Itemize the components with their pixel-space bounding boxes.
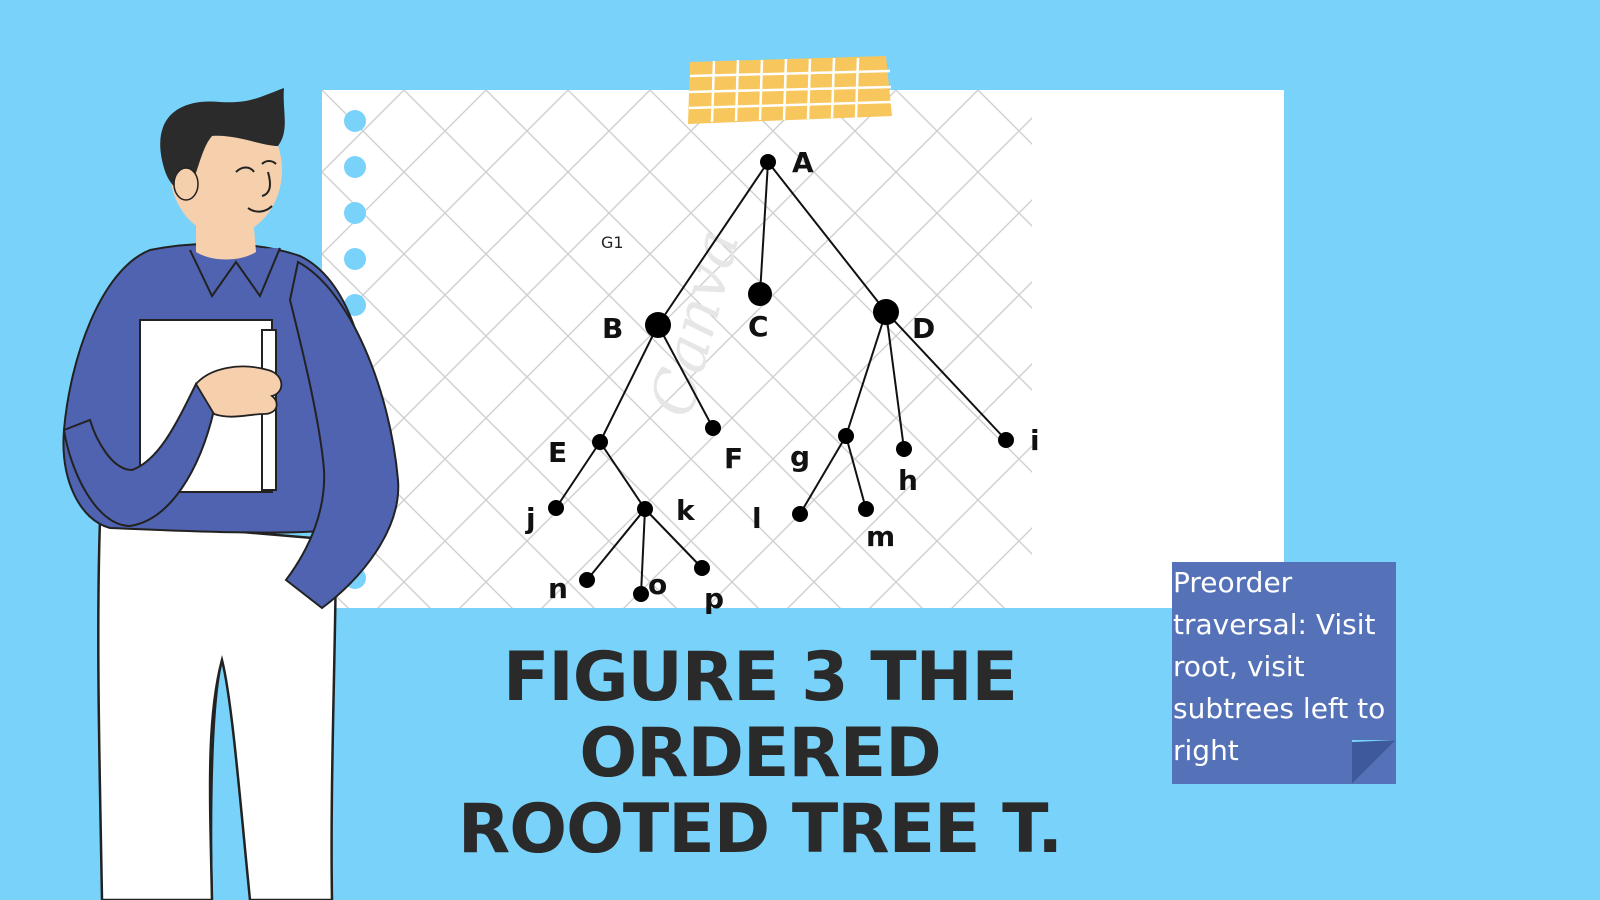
edge-B-F xyxy=(657,324,714,429)
hole xyxy=(344,156,366,178)
edge-E-j xyxy=(555,441,601,509)
sweater-sleeve-left xyxy=(62,382,216,528)
edge-E-k xyxy=(599,441,646,510)
node-k xyxy=(637,501,653,517)
graph-label: G1 xyxy=(601,233,624,252)
node-B xyxy=(645,312,671,338)
edge-A-C xyxy=(759,161,769,295)
edge-k-p xyxy=(644,508,703,569)
node-label-p: p xyxy=(704,582,724,615)
eye-left xyxy=(235,166,255,173)
title-line-1: FIGURE 3 THE xyxy=(502,638,1018,717)
node-label-m: m xyxy=(866,520,895,553)
node-m xyxy=(858,501,874,517)
node-j xyxy=(548,500,564,516)
node-label-i: i xyxy=(1030,424,1040,457)
hole xyxy=(344,202,366,224)
node-label-B: B xyxy=(602,312,623,345)
edge-A-B xyxy=(657,161,769,326)
node-p xyxy=(694,560,710,576)
edge-A-D xyxy=(767,161,887,313)
tree-edges xyxy=(555,161,1007,595)
node-label-g: g xyxy=(790,440,810,473)
hole xyxy=(344,248,366,270)
node-label-D: D xyxy=(912,312,935,345)
grid-pattern xyxy=(322,90,1032,608)
note-fold-corner xyxy=(1352,740,1396,784)
nose xyxy=(261,171,271,197)
edge-B-E xyxy=(599,324,659,443)
node-A xyxy=(760,154,776,170)
node-label-o: o xyxy=(648,568,667,601)
node-label-E: E xyxy=(548,436,567,469)
edge-D-h xyxy=(885,311,905,450)
title-line-3: ROOTED TREE T. xyxy=(457,790,1063,869)
hand xyxy=(194,365,283,418)
node-label-F: F xyxy=(724,442,743,475)
slide-title: FIGURE 3 THE ORDERED ROOTED TREE T. xyxy=(410,640,1110,868)
node-label-C: C xyxy=(748,310,769,343)
mouth xyxy=(247,205,273,213)
node-label-k: k xyxy=(676,494,696,527)
edge-k-o xyxy=(640,508,646,595)
node-label-l: l xyxy=(752,502,762,535)
edge-g-m xyxy=(845,435,867,510)
node-E xyxy=(592,434,608,450)
node-label-n: n xyxy=(548,572,568,605)
note-text: Preorder traversal: Visit root, visit su… xyxy=(1173,566,1386,767)
node-label-A: A xyxy=(792,146,814,179)
hole xyxy=(344,294,366,316)
node-C xyxy=(748,282,772,306)
node-label-h: h xyxy=(898,464,918,497)
edge-g-l xyxy=(799,435,847,515)
tape-strip xyxy=(688,56,892,124)
eye-right xyxy=(261,160,277,165)
hole xyxy=(344,110,366,132)
edge-k-n xyxy=(586,508,646,581)
edge-D-g xyxy=(845,311,887,437)
edge-D-i xyxy=(885,311,1007,441)
node-F xyxy=(705,420,721,436)
node-o xyxy=(633,586,649,602)
node-i xyxy=(998,432,1014,448)
node-n xyxy=(579,572,595,588)
node-D xyxy=(873,299,899,325)
sweater-sleeve-right xyxy=(284,260,400,610)
node-label-j: j xyxy=(525,502,536,535)
node-l xyxy=(792,506,808,522)
node-h xyxy=(896,441,912,457)
node-g xyxy=(838,428,854,444)
title-line-2: ORDERED xyxy=(579,714,941,793)
